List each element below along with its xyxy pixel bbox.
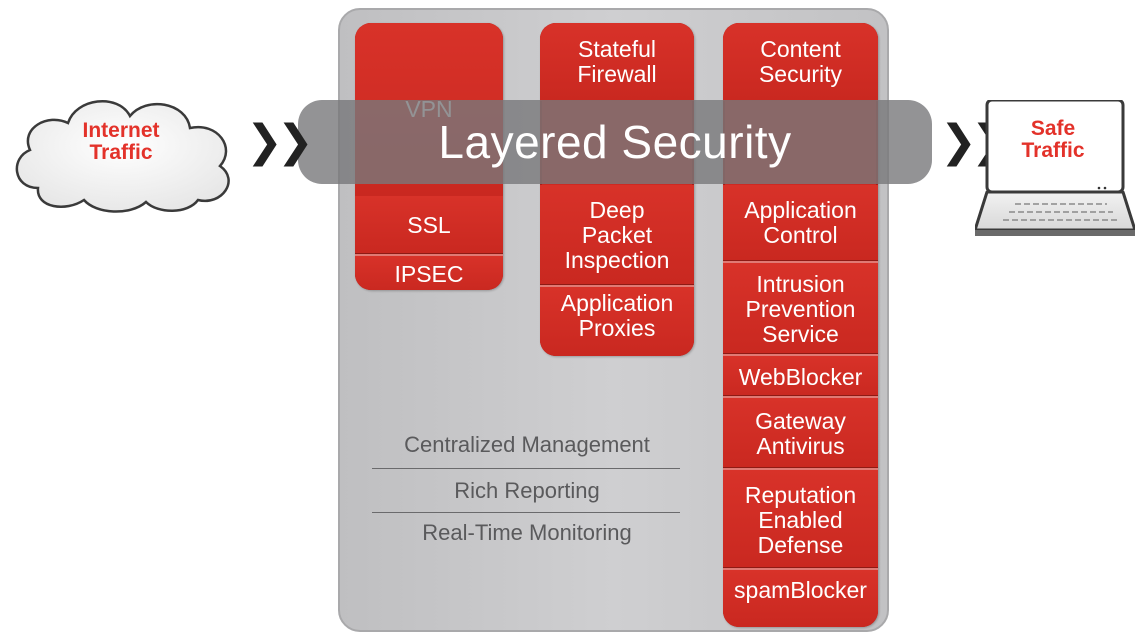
cloud-icon [15, 100, 230, 213]
real-time-monitoring-label: Real-Time Monitoring [422, 520, 632, 545]
ssl-cell: SSL [355, 196, 503, 254]
application-control-cell: Application Control [723, 185, 878, 261]
layered-security-band: Layered Security [298, 100, 932, 184]
spamblocker-cell: spamBlocker [723, 568, 878, 627]
safe-traffic-label: Safe Traffic [1021, 117, 1085, 162]
divider [372, 512, 680, 513]
laptop-icon [975, 100, 1135, 236]
centralized-management-label: Centralized Management [404, 432, 650, 457]
stateful-firewall-cell: Stateful Firewall [540, 23, 694, 101]
internet-traffic-label: Internet Traffic [82, 119, 160, 164]
gateway-antivirus-cell: Gateway Antivirus [723, 396, 878, 470]
layered-security-label: Layered Security [438, 116, 792, 168]
divider [372, 468, 680, 469]
double-chevron-right-icon: ❯❯ [246, 117, 314, 166]
application-proxies-cell: Application Proxies [540, 285, 694, 356]
firewall-column: Stateful Firewall Deep Packet Inspection… [540, 23, 694, 356]
rich-reporting-label: Rich Reporting [454, 478, 600, 503]
webblocker-cell: WebBlocker [723, 354, 878, 398]
reputation-enabled-defense-cell: Reputation Enabled Defense [723, 468, 878, 570]
deep-packet-inspection-cell: Deep Packet Inspection [540, 185, 694, 285]
content-security-cell: Content Security [723, 23, 878, 101]
intrusion-prevention-cell: Intrusion Prevention Service [723, 261, 878, 356]
ipsec-cell: IPSEC [355, 254, 503, 290]
